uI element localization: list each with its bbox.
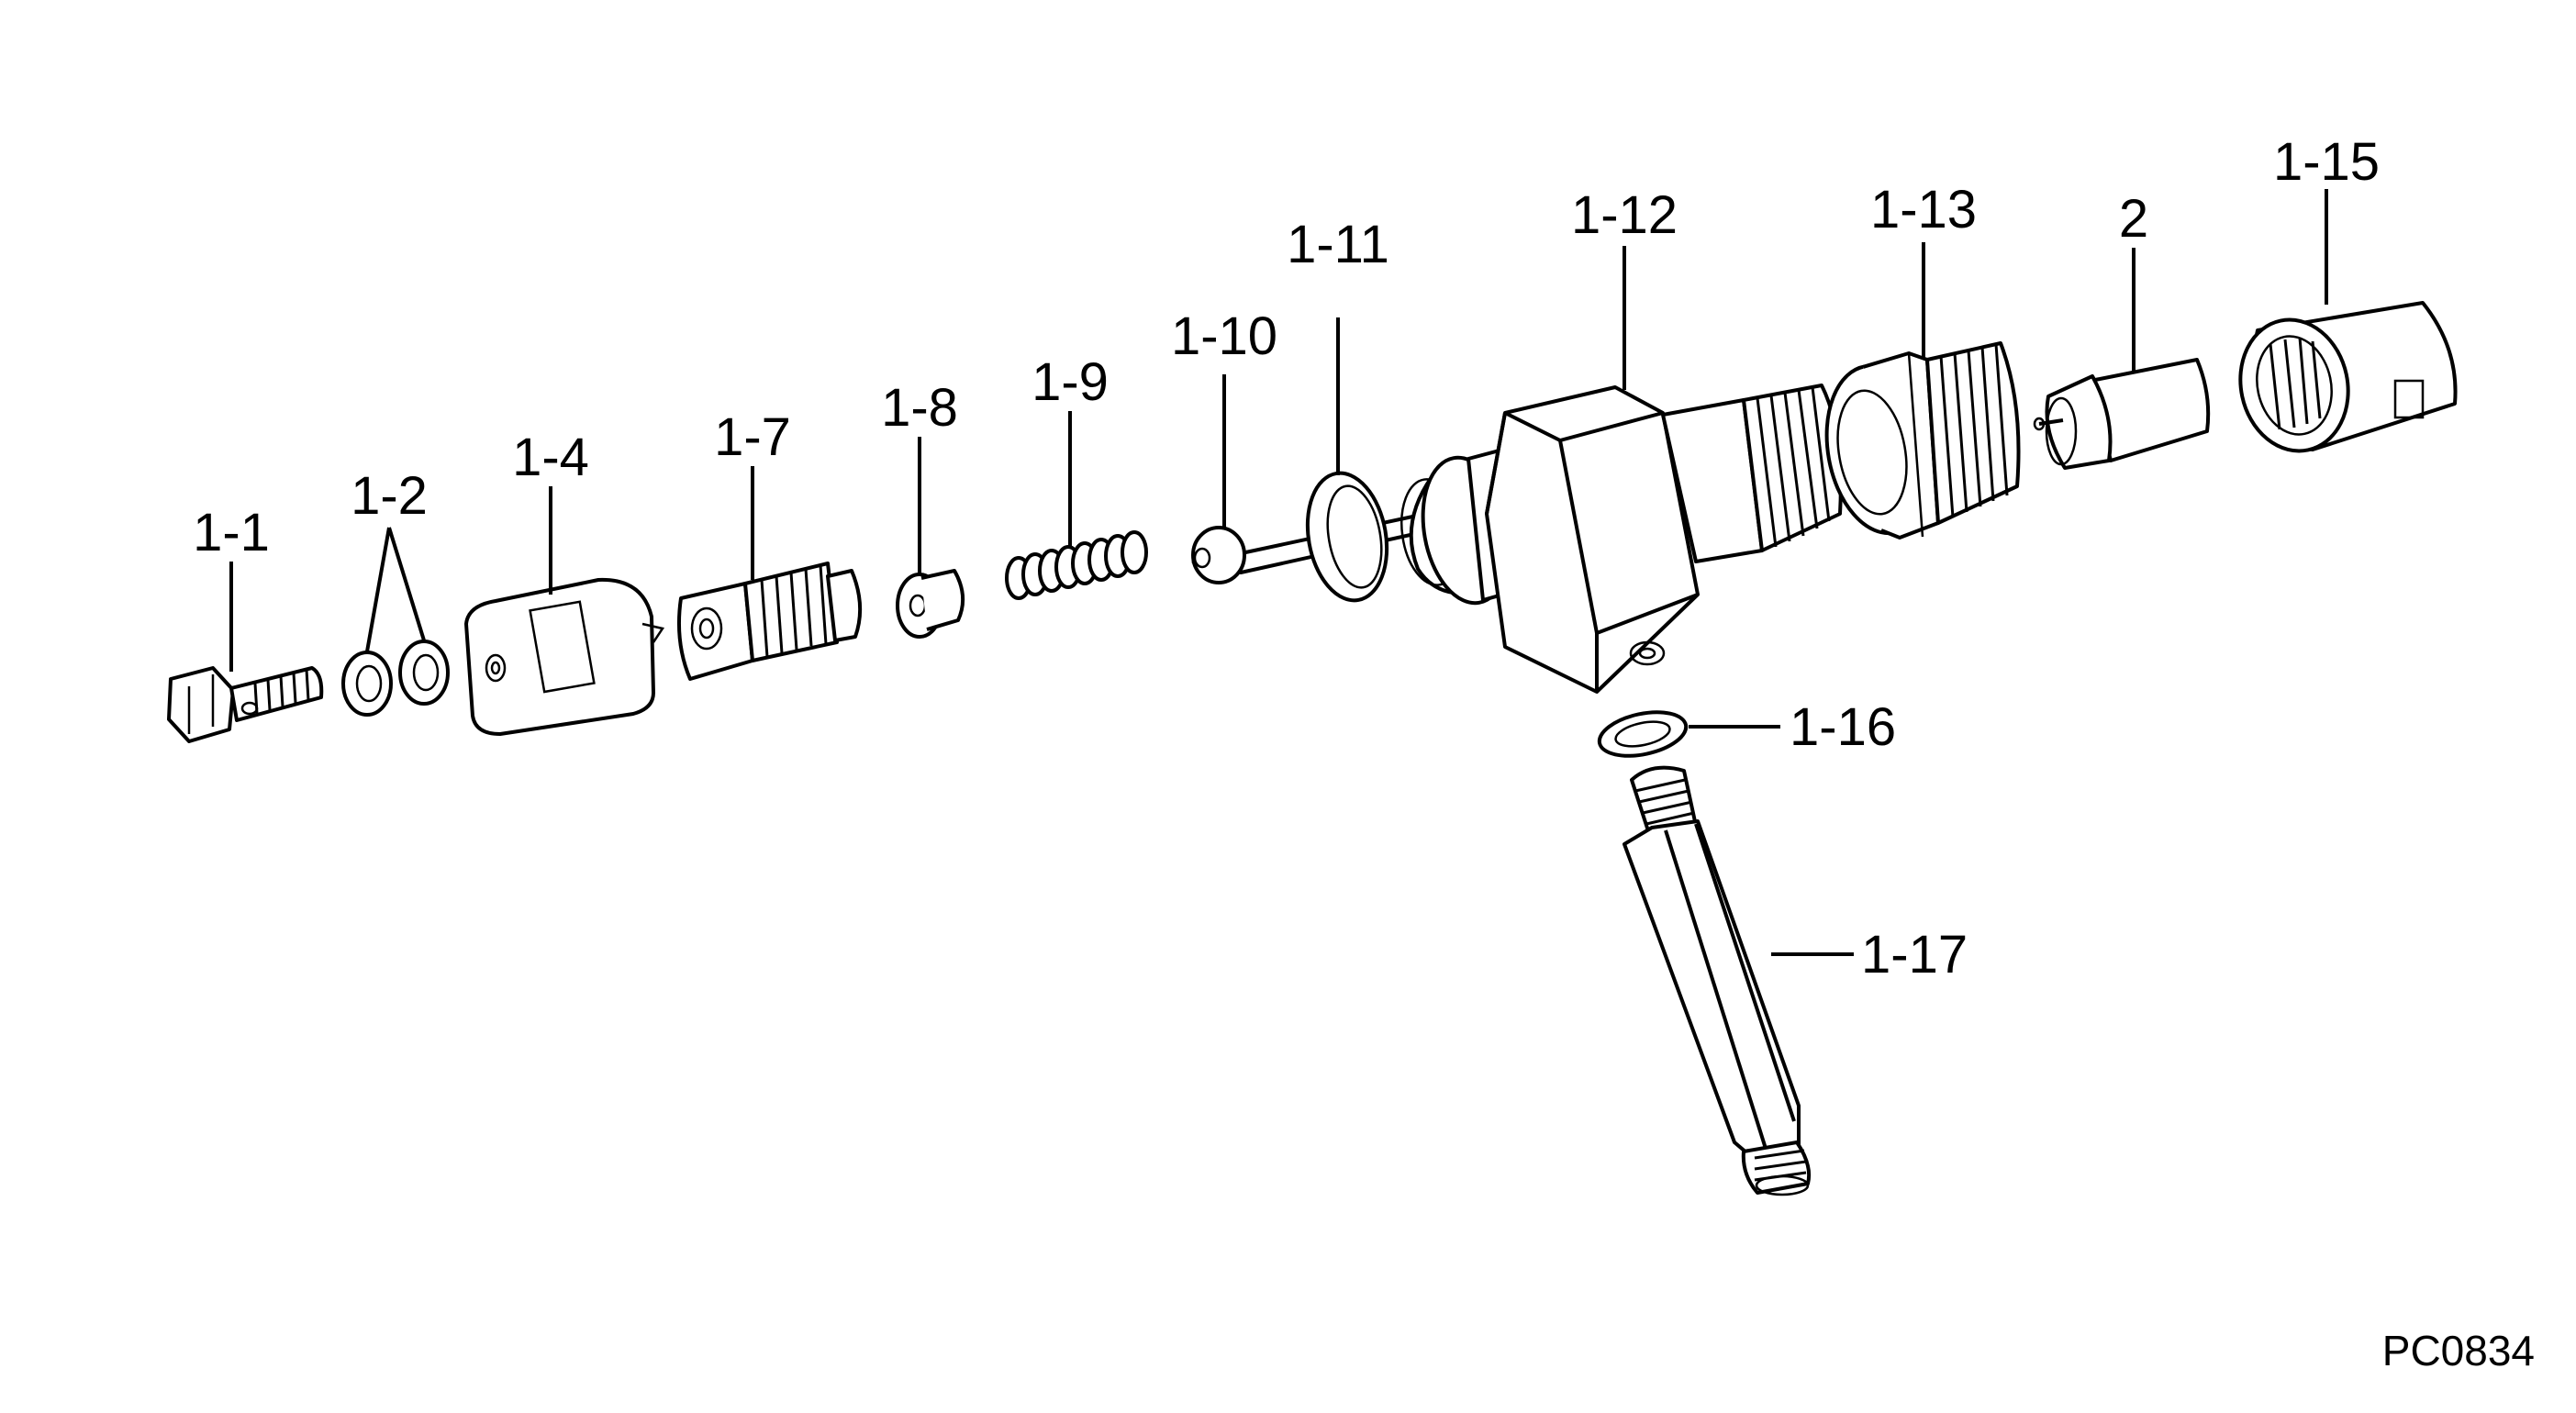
part-connector-rod (1623, 765, 1812, 1196)
part-seat-nut (1824, 341, 2021, 540)
part-spring (1005, 530, 1148, 600)
label-1-9: 1-9 (1032, 352, 1109, 412)
label-1-11: 1-11 (1287, 215, 1389, 274)
label-2: 2 (2119, 189, 2148, 249)
figure-code: PC0834 (2382, 1327, 2535, 1374)
label-1-15: 1-15 (2273, 132, 2380, 192)
leader-1-2a (365, 527, 391, 652)
label-1-8: 1-8 (881, 378, 958, 438)
label-1-2: 1-2 (351, 466, 428, 526)
leader-lines (229, 189, 2328, 956)
part-union-nut (2238, 301, 2458, 453)
part-o-ring (1305, 471, 1389, 603)
part-labels: 1-1 1-2 1-4 1-7 1-8 1-9 1-10 1-11 1-12 1… (193, 132, 2380, 985)
leader-1-2b (387, 527, 426, 641)
part-cap-nut (464, 577, 665, 736)
label-1-1: 1-1 (193, 503, 270, 562)
label-1-4: 1-4 (512, 428, 589, 487)
label-1-10: 1-10 (1171, 306, 1277, 366)
part-sealing-washers (341, 640, 450, 717)
label-1-13: 1-13 (1870, 180, 1977, 239)
part-banjo-bolt (167, 666, 324, 743)
part-gasket (1597, 710, 1689, 758)
label-1-7: 1-7 (714, 407, 791, 467)
label-1-12: 1-12 (1571, 185, 1678, 245)
part-spring-seat (896, 569, 965, 639)
label-1-16: 1-16 (1790, 697, 1896, 757)
part-pump-body (1400, 384, 1843, 694)
label-1-17: 1-17 (1861, 925, 1968, 985)
part-valve-holder (676, 562, 863, 681)
part-delivery-valve (2033, 358, 2211, 470)
